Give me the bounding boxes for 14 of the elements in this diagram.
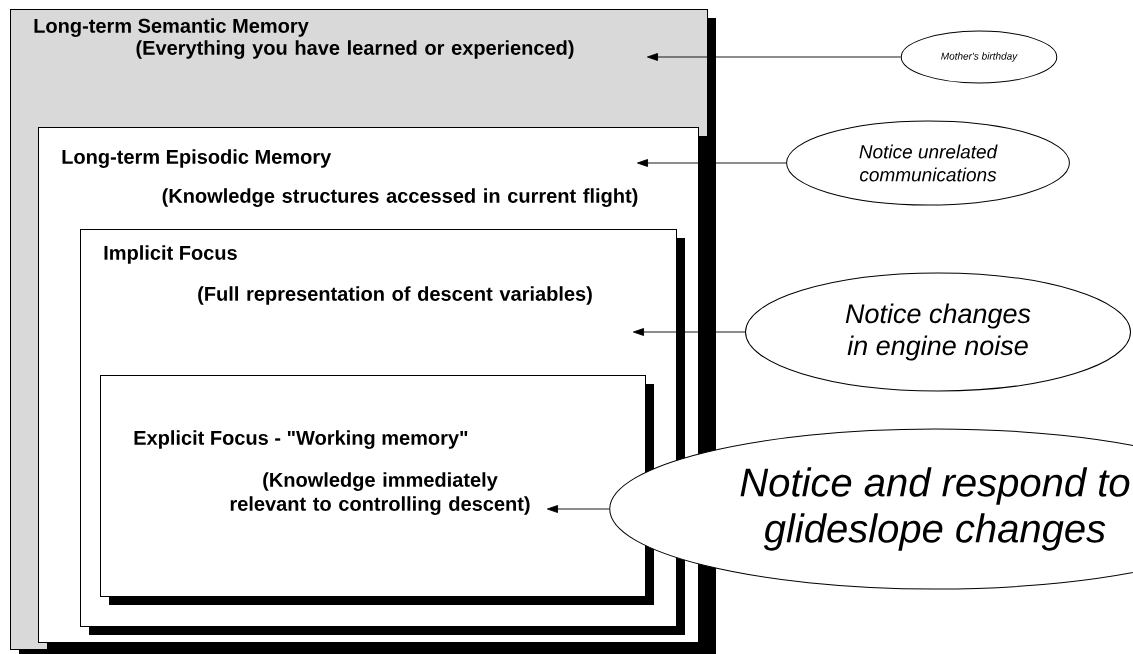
arrow (636, 159, 787, 167)
box-title: Long-term Semantic Memory (34, 18, 309, 37)
box-subtitle: (Full representation of descent variables) (198, 286, 592, 305)
arrow (646, 53, 902, 61)
node-label: Notice and respond to glideslope changes (740, 467, 1130, 551)
memory-box (100, 375, 654, 605)
box-title: Long-term Episodic Memory (62, 149, 332, 168)
box-subtitle: (Knowledge immediately relevant to controlling descent) (230, 472, 530, 515)
arrow (546, 505, 610, 513)
box-subtitle: (Knowledge structures accessed in current flight) (162, 188, 638, 207)
box-subtitle: (Everything you have learned or experienced) (136, 40, 574, 59)
arrow (632, 328, 746, 336)
box-title: Implicit Focus (104, 245, 237, 264)
box-title: Explicit Focus - "Working memory" (134, 430, 468, 449)
